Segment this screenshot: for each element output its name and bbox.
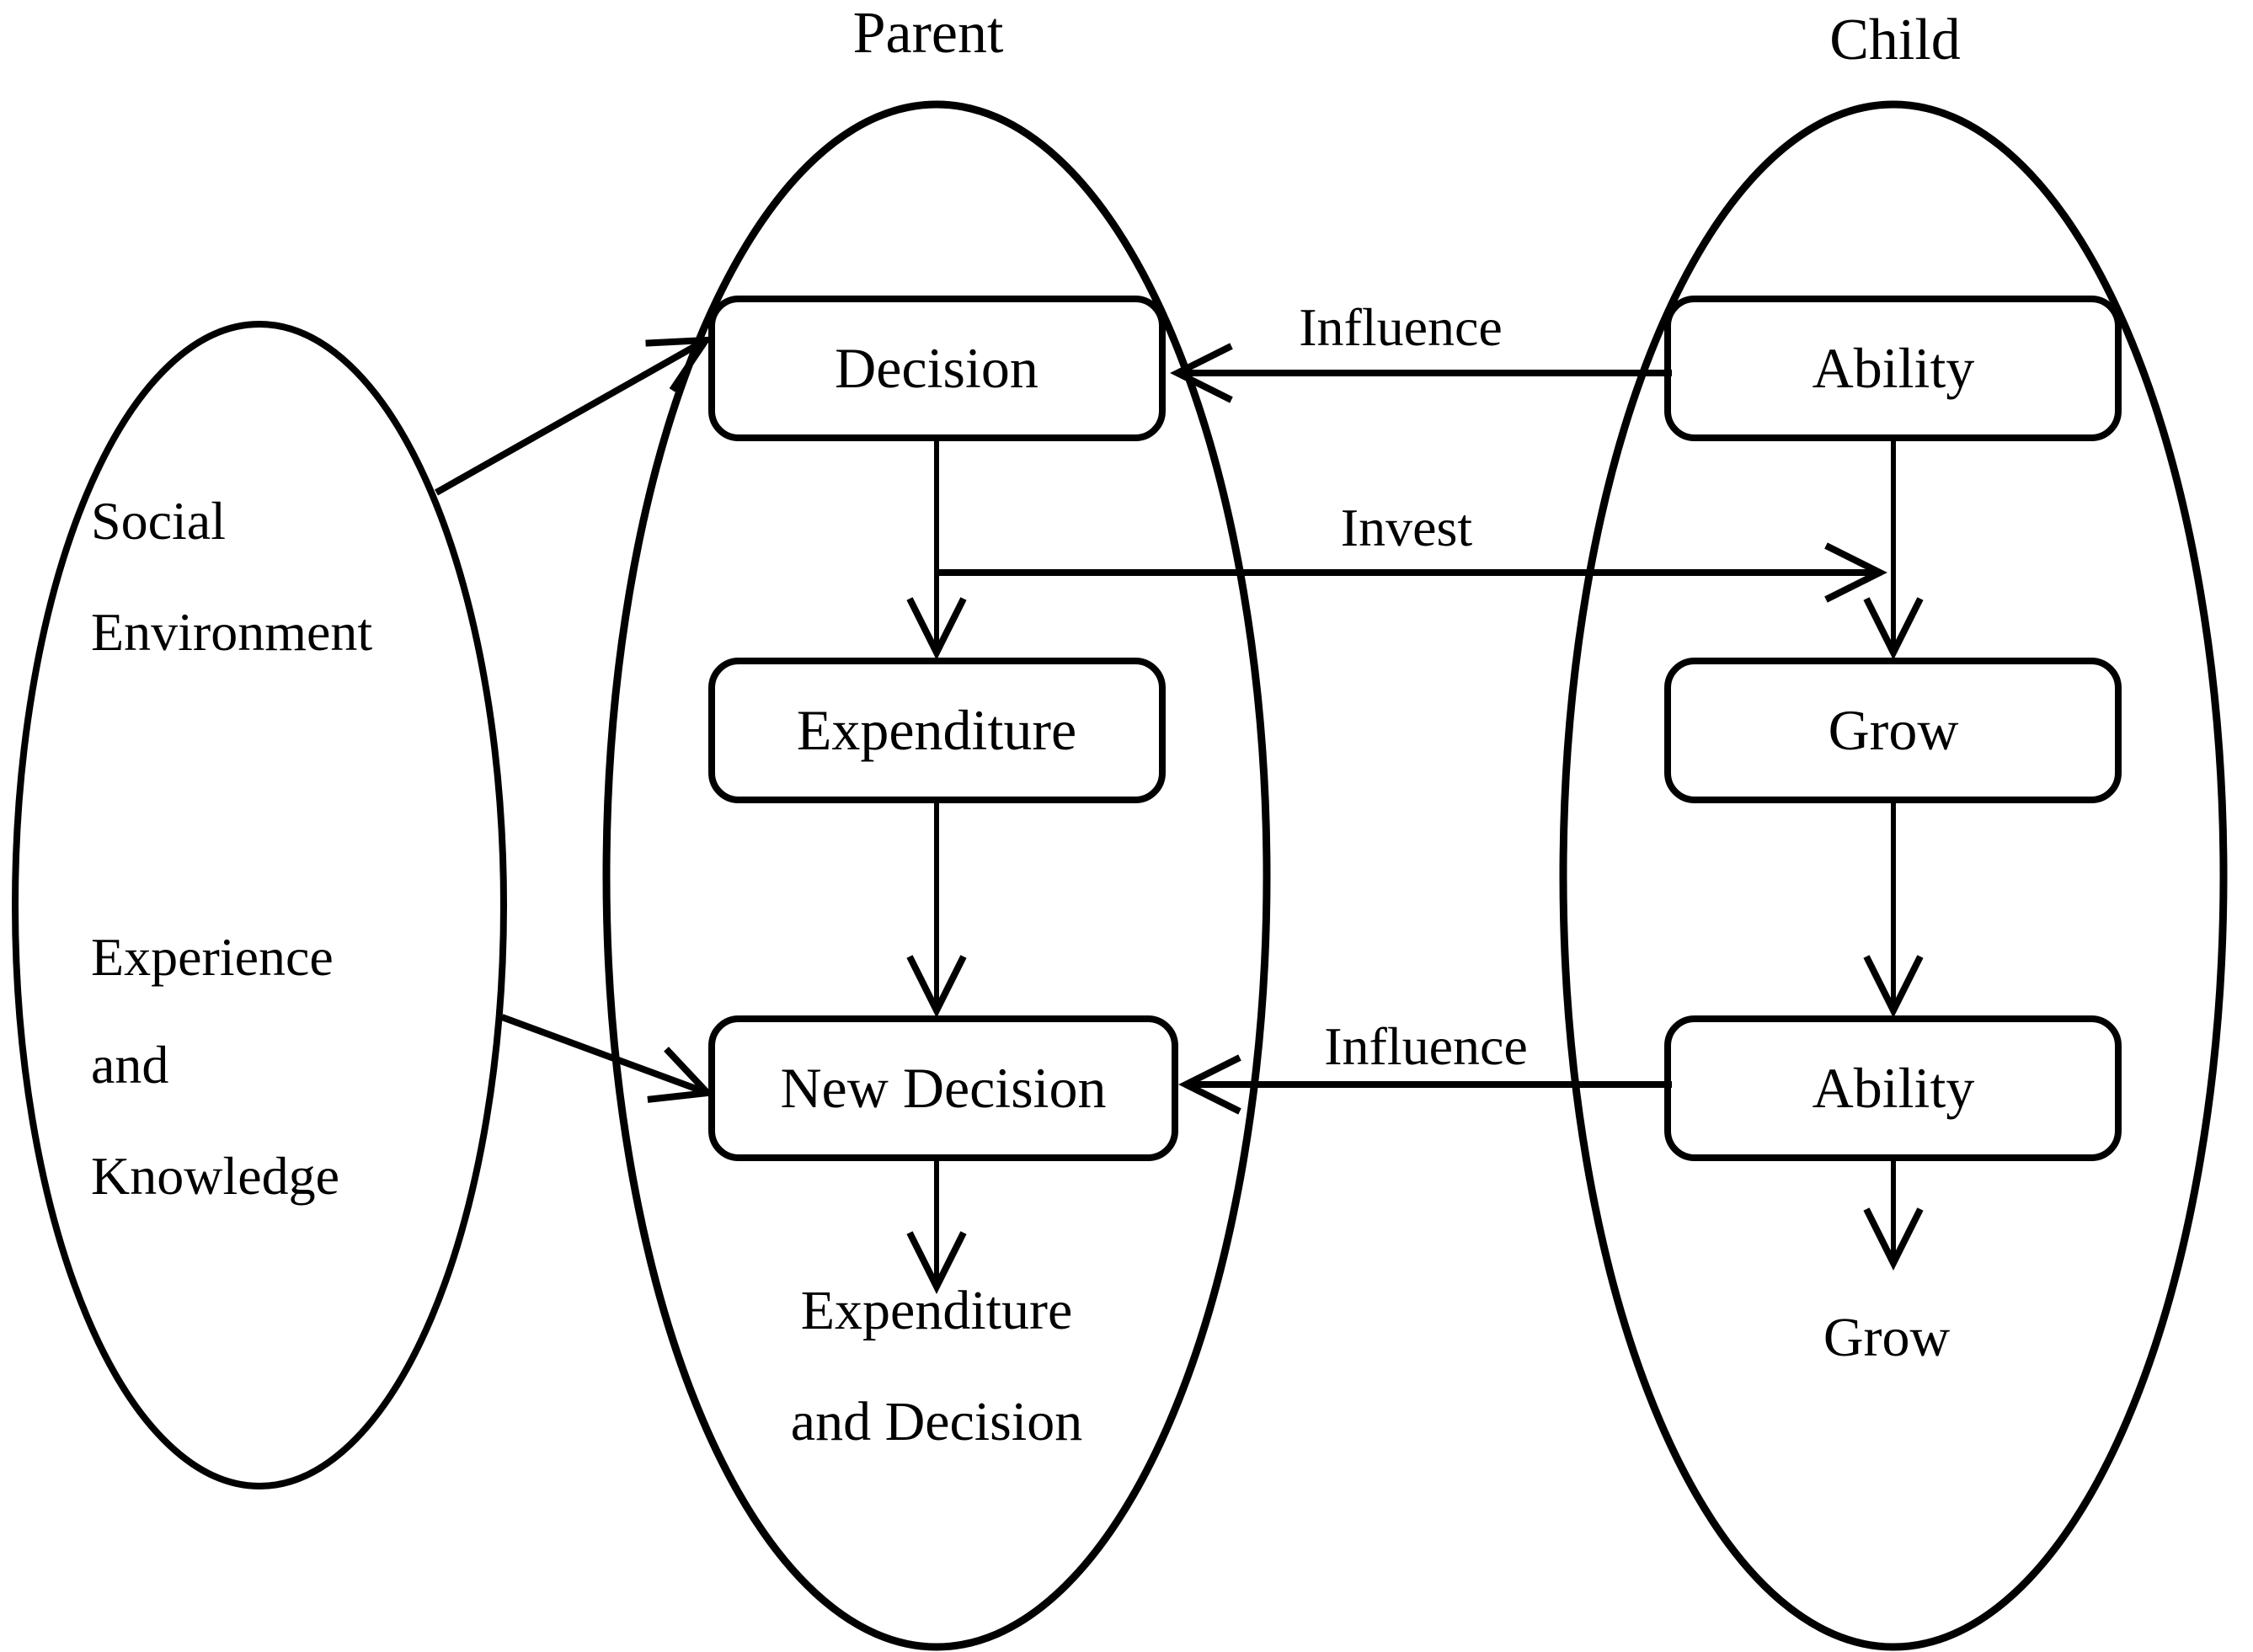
ability-top-label: Ability xyxy=(1813,336,1975,400)
parent-footer-line2: and Decision xyxy=(791,1391,1082,1452)
arrow-experience-to-new-decision xyxy=(500,1014,715,1103)
social-environment-group: Social Environment Experience and Knowle… xyxy=(91,491,372,1206)
child-column-title: Child xyxy=(1829,8,1961,72)
new-decision-label: New Decision xyxy=(780,1056,1106,1120)
experience-label-line2: and xyxy=(91,1035,168,1095)
experience-label-line3: Knowledge xyxy=(91,1146,339,1206)
ability-bottom-label: Ability xyxy=(1813,1056,1975,1120)
grow-label: Grow xyxy=(1829,698,1959,762)
social-label-line2: Environment xyxy=(91,602,372,662)
child-group: Ability Grow Ability Grow xyxy=(1664,296,2122,1368)
decision-label: Decision xyxy=(835,336,1038,400)
influence-top-label: Influence xyxy=(1299,297,1503,357)
edge-labels-group: Influence Invest Influence xyxy=(1299,297,1528,1076)
parent-column-title: Parent xyxy=(853,1,1004,66)
parent-footer-line1: Expenditure xyxy=(801,1280,1073,1341)
experience-label-line1: Experience xyxy=(91,927,334,987)
social-label-line1: Social xyxy=(91,491,226,551)
expenditure-label: Expenditure xyxy=(797,698,1076,762)
influence-bottom-label: Influence xyxy=(1324,1016,1528,1076)
invest-label: Invest xyxy=(1341,498,1473,557)
child-footer-grow-label: Grow xyxy=(1823,1307,1951,1368)
social-environment-ellipse xyxy=(12,321,507,1489)
edges-group xyxy=(435,336,1924,1294)
arrow-social-to-decision xyxy=(435,336,713,496)
